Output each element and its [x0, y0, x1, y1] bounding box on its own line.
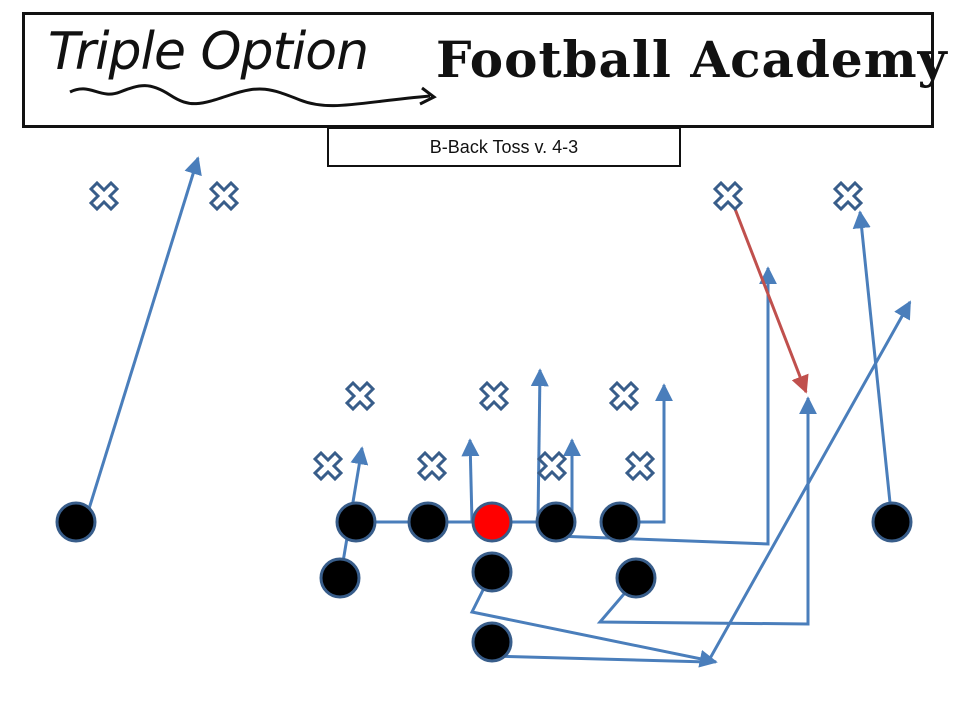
play-title: B-Back Toss v. 4-3	[327, 127, 681, 167]
defender-x-icon	[89, 181, 119, 211]
defender-x-icon	[625, 451, 655, 481]
defender-x-icon	[479, 381, 509, 411]
header-banner	[22, 12, 934, 128]
defender-x-icon	[609, 381, 639, 411]
player-left-wing	[319, 557, 361, 599]
player-right-guard	[535, 501, 577, 543]
brand-script-logo: Triple Option	[48, 22, 369, 82]
route-right-receiver	[852, 210, 894, 523]
offense	[55, 501, 913, 663]
player-right-wing	[615, 557, 657, 599]
route-center-up	[530, 368, 549, 523]
defender-x-icon	[833, 181, 863, 211]
route-pull-right	[555, 266, 777, 546]
defender-x-icon	[345, 381, 375, 411]
player-center	[471, 501, 513, 543]
route-guard-up	[461, 438, 480, 523]
defender-x-icon	[209, 181, 239, 211]
player-left-receiver	[55, 501, 97, 543]
brand-block-logo: Football Academy	[436, 30, 948, 89]
defender-x-icon	[417, 451, 447, 481]
player-quarterback	[471, 551, 513, 593]
route-block-red	[728, 195, 809, 394]
route-b-back-toss	[491, 300, 912, 664]
player-right-tackle	[599, 501, 641, 543]
defender-x-icon	[313, 451, 343, 481]
player-b-back	[471, 621, 513, 663]
player-left-guard	[407, 501, 449, 543]
defender-x-icon	[537, 451, 567, 481]
player-right-receiver	[871, 501, 913, 543]
route-left-receiver	[86, 156, 202, 513]
defender-x-icon	[713, 181, 743, 211]
defense	[89, 181, 863, 481]
player-left-tackle	[335, 501, 377, 543]
route-right-wing	[596, 396, 817, 626]
